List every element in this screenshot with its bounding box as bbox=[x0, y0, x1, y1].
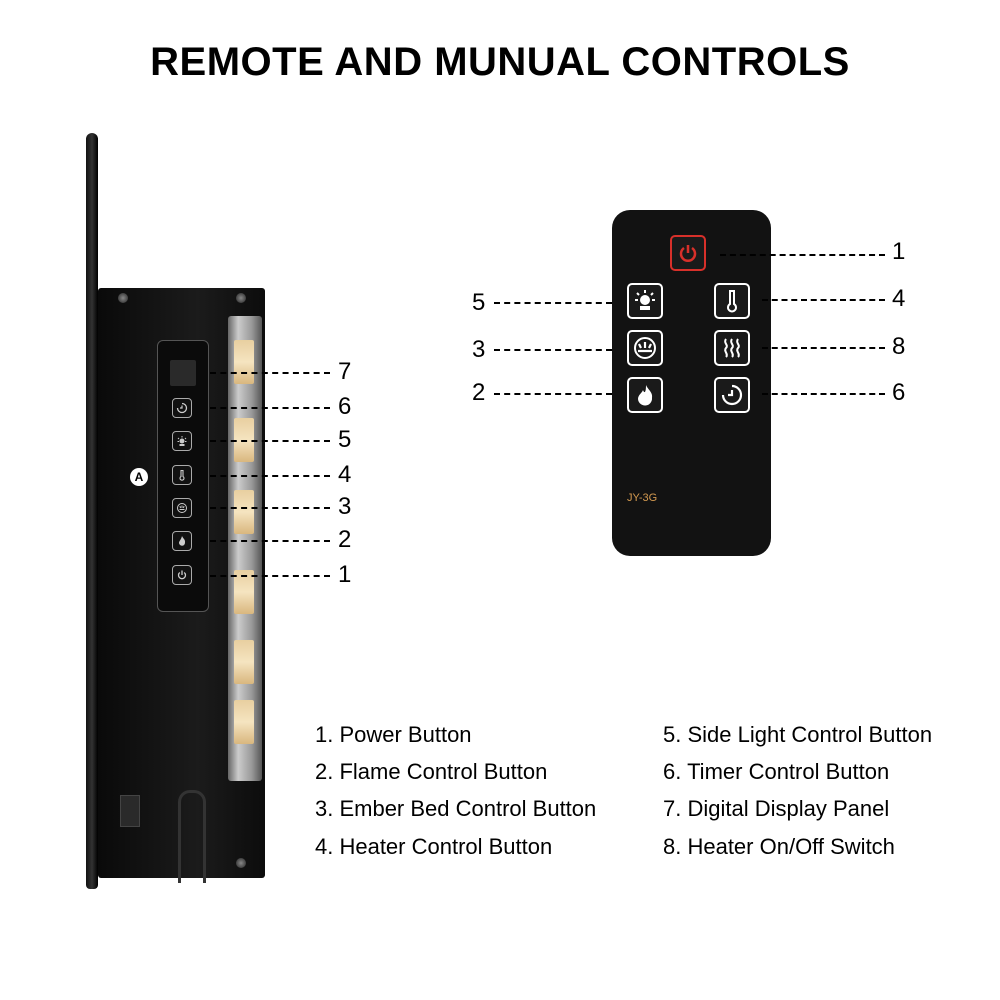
screw bbox=[118, 293, 128, 303]
remote-ember-button[interactable] bbox=[627, 330, 663, 366]
flame-icon bbox=[638, 385, 653, 406]
led-chip bbox=[234, 340, 254, 384]
callout-6: 6 bbox=[892, 379, 906, 406]
led-chip bbox=[234, 640, 254, 684]
callout-line bbox=[762, 299, 885, 301]
marker-a: A bbox=[130, 468, 148, 486]
legend-item: 5. Side Light Control Button bbox=[663, 722, 933, 747]
led-chip bbox=[234, 490, 254, 534]
callout-line bbox=[762, 347, 885, 349]
thermometer-icon bbox=[179, 469, 185, 481]
callout-line bbox=[494, 393, 612, 395]
light-icon bbox=[177, 436, 187, 446]
legend-item: 1. Power Button bbox=[315, 722, 472, 747]
callout-line bbox=[210, 540, 330, 542]
led-chip bbox=[234, 570, 254, 614]
legend-item: 3. Ember Bed Control Button bbox=[315, 796, 597, 821]
callout-line bbox=[494, 302, 612, 304]
panel-flame-button[interactable] bbox=[172, 531, 192, 551]
callout-line bbox=[210, 407, 330, 409]
led-chip bbox=[234, 700, 254, 744]
callout-4: 4 bbox=[338, 461, 352, 488]
callout-5: 5 bbox=[472, 289, 486, 316]
callout-line bbox=[210, 372, 330, 374]
legend-item: 6. Timer Control Button bbox=[663, 759, 890, 784]
callout-line bbox=[210, 475, 330, 477]
remote-light-button[interactable] bbox=[627, 283, 663, 319]
heat-waves-icon bbox=[724, 338, 740, 358]
callout-line bbox=[720, 254, 885, 256]
callout-2: 2 bbox=[338, 526, 352, 553]
callout-8: 8 bbox=[892, 333, 906, 360]
callout-line bbox=[210, 575, 330, 577]
panel-ember-button[interactable] bbox=[172, 498, 192, 518]
callout-4: 4 bbox=[892, 285, 906, 312]
remote-flame-button[interactable] bbox=[627, 377, 663, 413]
timer-icon bbox=[721, 384, 743, 406]
thermometer-icon bbox=[727, 290, 737, 313]
ember-icon bbox=[177, 503, 187, 513]
panel-light-button[interactable] bbox=[172, 431, 192, 451]
remote-timer-button[interactable] bbox=[714, 377, 750, 413]
screw bbox=[236, 858, 246, 868]
remote-model-label: JY-3G bbox=[627, 492, 658, 504]
callout-3: 3 bbox=[472, 336, 486, 363]
legend-item: 7. Digital Display Panel bbox=[663, 796, 890, 821]
callout-1: 1 bbox=[338, 561, 352, 588]
legend-item: 2. Flame Control Button bbox=[315, 759, 548, 784]
flame-icon bbox=[179, 536, 186, 546]
callout-3: 3 bbox=[338, 493, 352, 520]
callout-6: 6 bbox=[338, 393, 352, 420]
panel-timer-button[interactable] bbox=[172, 398, 192, 418]
power-switch bbox=[120, 795, 140, 827]
page-title: REMOTE AND MUNUAL CONTROLS bbox=[150, 40, 850, 84]
power-icon bbox=[679, 245, 697, 262]
remote-heater-button[interactable] bbox=[714, 283, 750, 319]
power-icon bbox=[177, 570, 187, 580]
remote-heater-switch-button[interactable] bbox=[714, 330, 750, 366]
callout-line bbox=[762, 393, 885, 395]
callout-line bbox=[210, 440, 330, 442]
legend-item: 4. Heater Control Button bbox=[315, 834, 553, 859]
callout-5: 5 bbox=[338, 426, 352, 453]
digital-display bbox=[170, 360, 196, 386]
callout-line bbox=[210, 507, 330, 509]
fireplace-glass-edge bbox=[86, 133, 98, 889]
power-cord bbox=[178, 790, 206, 883]
callout-line bbox=[494, 349, 612, 351]
callout-2: 2 bbox=[472, 379, 486, 406]
callout-1: 1 bbox=[892, 238, 906, 265]
ember-icon bbox=[634, 337, 656, 359]
screw bbox=[236, 293, 246, 303]
timer-icon bbox=[176, 402, 188, 414]
callout-7: 7 bbox=[338, 358, 352, 385]
panel-heater-button[interactable] bbox=[172, 465, 192, 485]
panel-power-button[interactable] bbox=[172, 565, 192, 585]
legend-item: 8. Heater On/Off Switch bbox=[663, 834, 895, 859]
light-icon bbox=[635, 290, 655, 310]
remote-power-button[interactable] bbox=[670, 235, 706, 271]
